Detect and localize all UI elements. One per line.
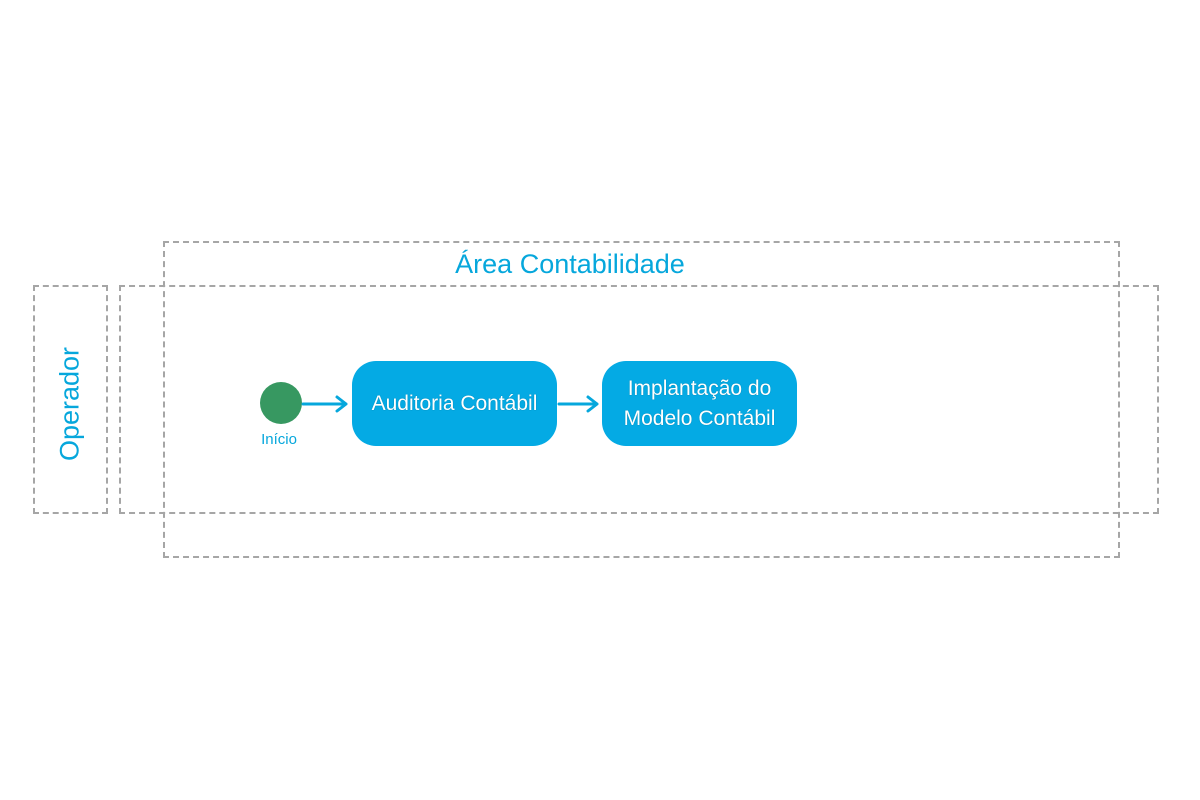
swimlane-title: Operador bbox=[54, 346, 85, 462]
start-node[interactable] bbox=[260, 382, 302, 424]
area-title: Área Contabilidade bbox=[455, 249, 685, 279]
start-node-label: Início bbox=[261, 431, 297, 448]
swimlane-frame bbox=[119, 285, 1159, 514]
activity-label: Auditoria Contábil bbox=[371, 391, 538, 415]
activity-auditoria[interactable]: Auditoria Contábil bbox=[352, 361, 557, 446]
area-frame bbox=[163, 241, 1120, 558]
swimlane-header bbox=[33, 285, 108, 514]
